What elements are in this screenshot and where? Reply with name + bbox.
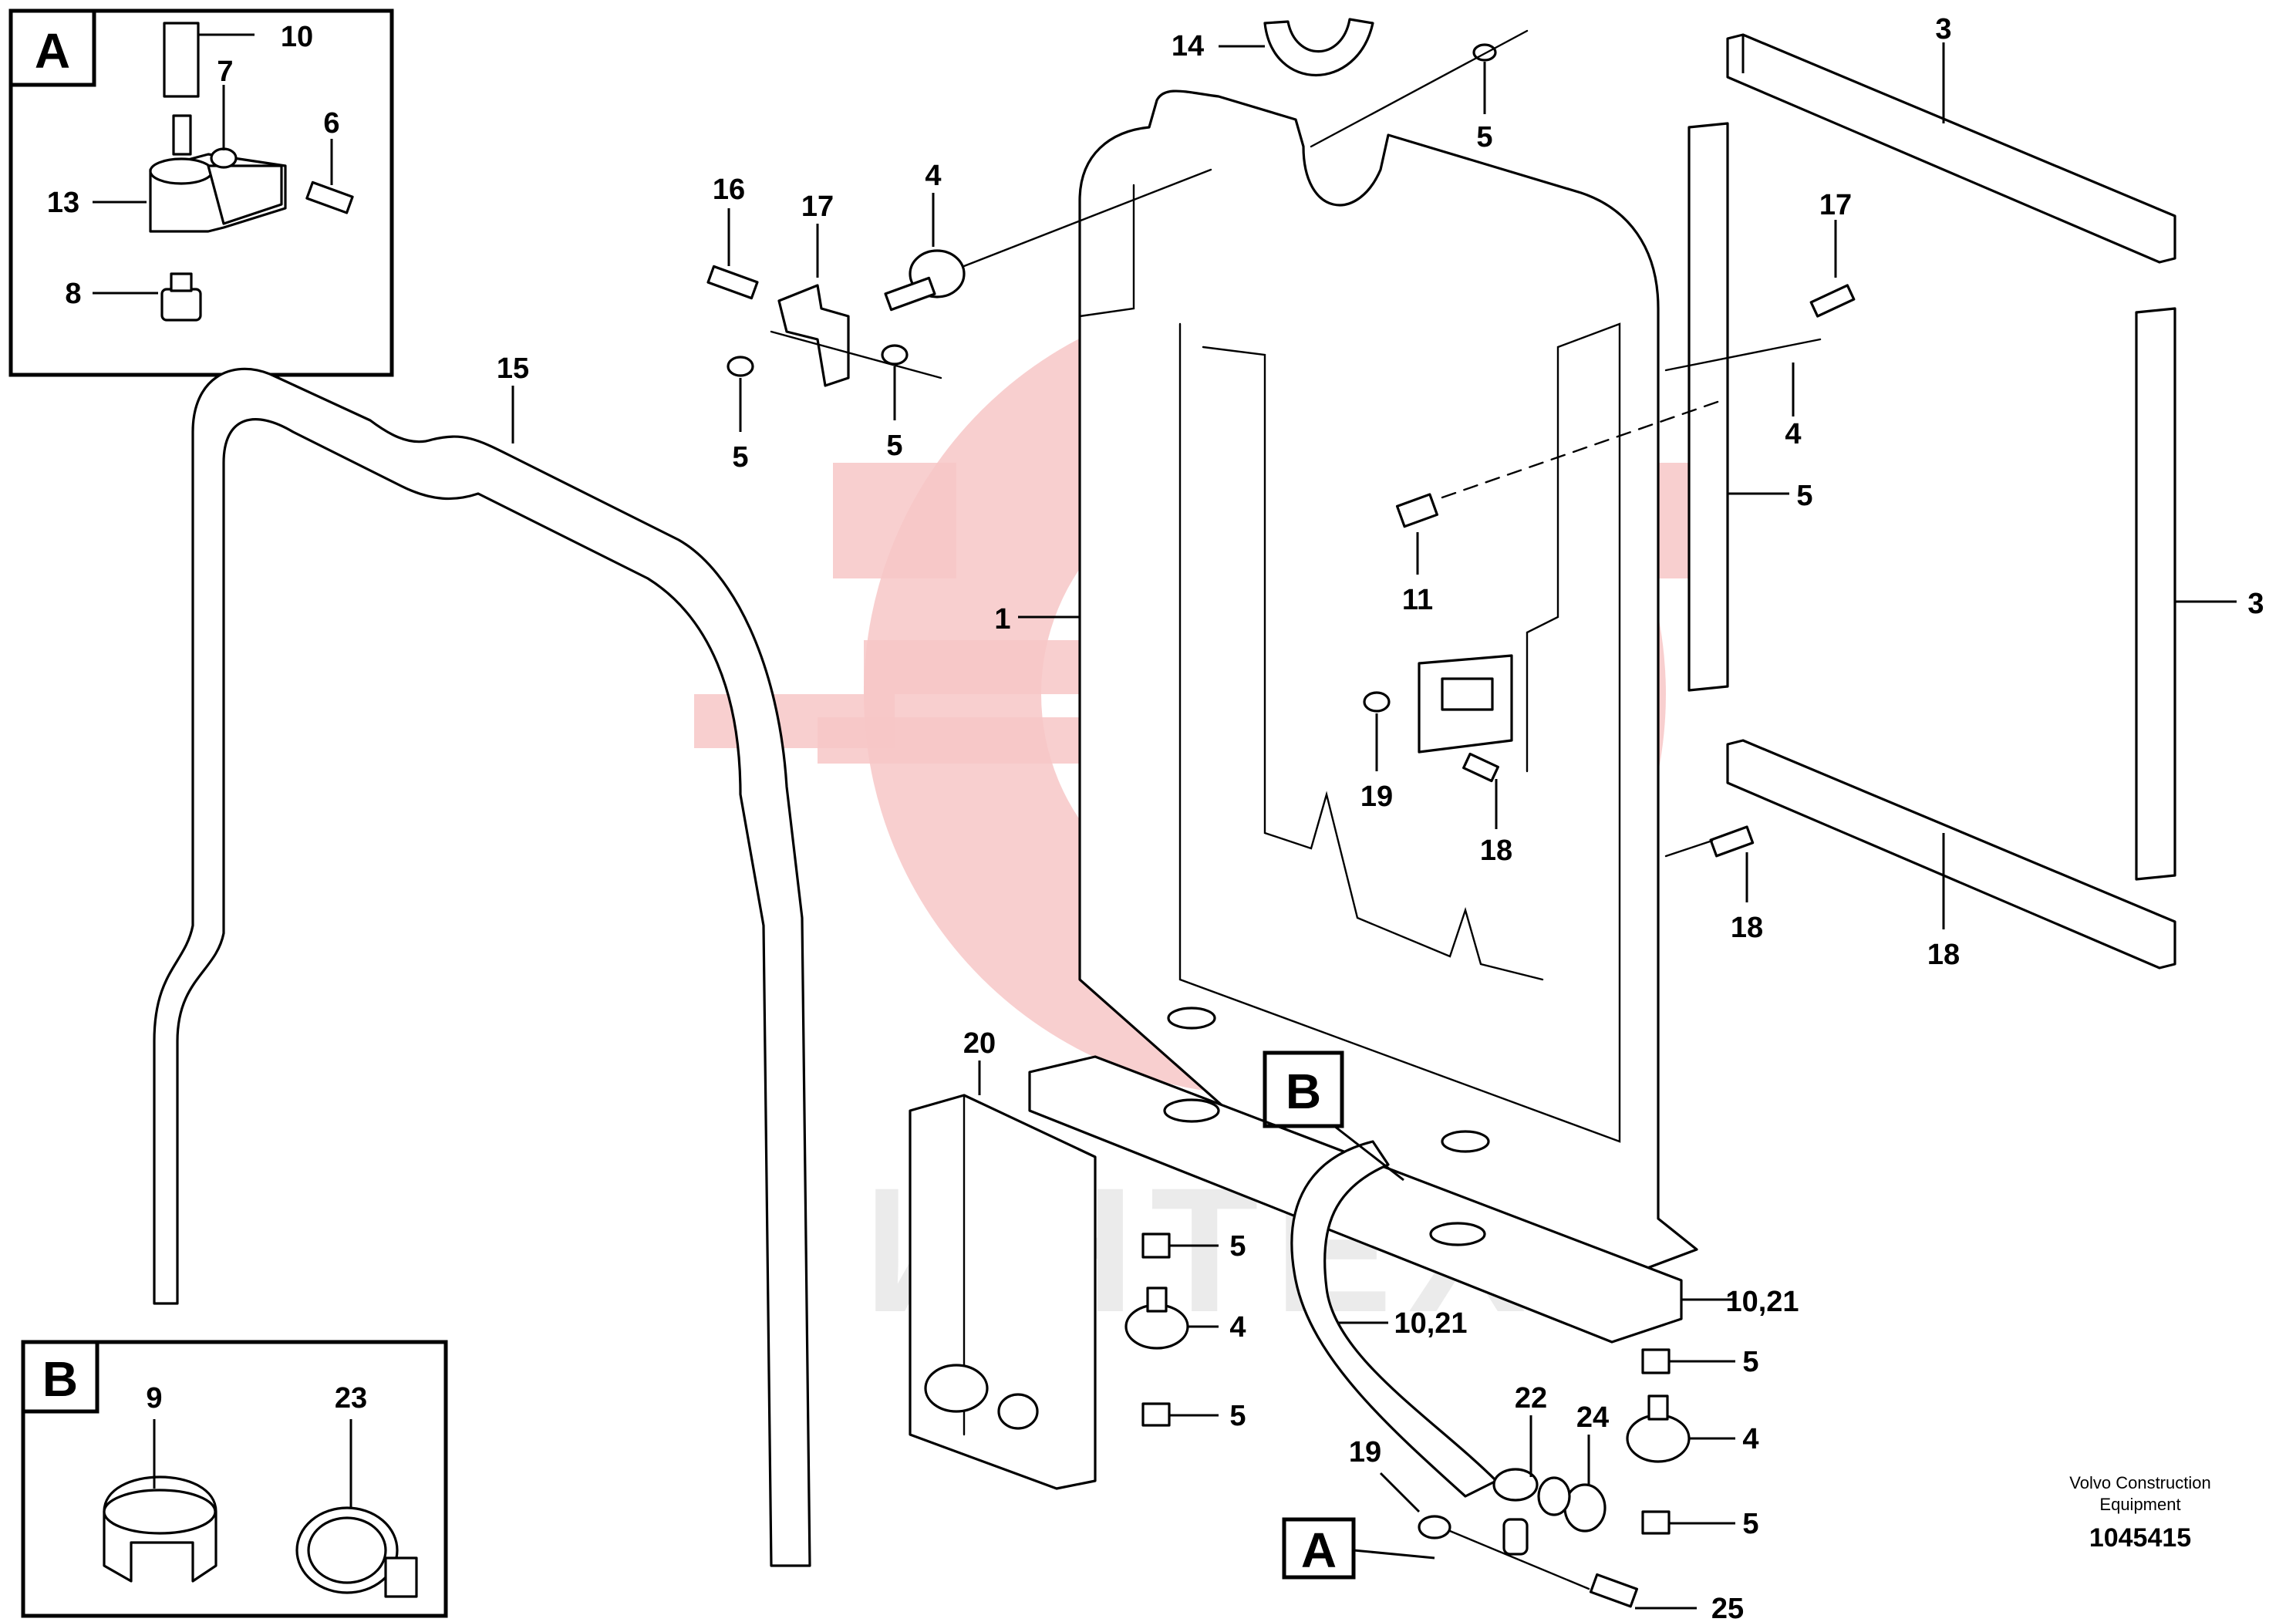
callout-25: 25: [1711, 1593, 1744, 1622]
mount-4-top: [884, 168, 1212, 312]
callout-17: 17: [801, 191, 834, 223]
footer-brand-line1: Volvo Construction: [2069, 1473, 2210, 1492]
callout-5-lower-right-bottom: 5: [1742, 1508, 1758, 1540]
callout-10: 10: [281, 21, 313, 53]
callout-3-bottom: 18: [1927, 939, 1960, 971]
callout-14: 14: [1172, 30, 1204, 62]
frame-1: [1018, 89, 1698, 1274]
mount-4-lower-right: [1626, 1348, 1735, 1535]
callout-1: 1: [994, 603, 1010, 636]
detail-box-b-label: B: [42, 1351, 78, 1407]
callout-5-top: 5: [1476, 121, 1492, 153]
callout-8: 8: [65, 278, 81, 310]
callout-5-lower-left-bottom: 5: [1229, 1400, 1246, 1432]
hose-10-21: [1290, 1140, 1498, 1498]
pad-12: [1028, 1055, 1735, 1344]
svg-text:A: A: [1301, 1523, 1337, 1578]
callout-18-right: 18: [1731, 912, 1763, 944]
coupling-24: [1537, 1435, 1607, 1533]
callout-10-21: 10,21: [1394, 1307, 1467, 1340]
clamp-22: [1492, 1415, 1539, 1556]
callout-11: 11: [1402, 584, 1433, 616]
callout-4-lower-right: 4: [1742, 1423, 1758, 1455]
bracket-17: [777, 224, 850, 387]
callout-5-left: 5: [732, 441, 748, 474]
callout-3-top: 3: [1935, 13, 1951, 46]
strip-3-left: [1687, 122, 1789, 692]
callout-13: 13: [47, 187, 79, 219]
callout-23: 23: [335, 1382, 367, 1415]
rod-2: [1664, 338, 1822, 416]
drawing-number: 1045415: [2089, 1523, 2191, 1553]
strip-3-top: [1726, 33, 2176, 264]
callout-3-left: 5: [1796, 480, 1812, 512]
callout-7: 7: [217, 56, 233, 88]
callout-18-middle: 18: [1480, 835, 1512, 867]
spacer-11: [1395, 400, 1721, 575]
callout-16: 16: [713, 174, 745, 206]
callout-19-lower: 19: [1349, 1436, 1381, 1469]
pad-20: [909, 1061, 1097, 1490]
callout-24: 24: [1576, 1401, 1609, 1434]
callout-5-mid: 5: [886, 430, 902, 462]
callout-9: 9: [146, 1382, 162, 1415]
detail-box-a: A: [8, 8, 394, 377]
callout-12: 10,21: [1725, 1286, 1799, 1318]
callout-5-lower-left-top: 5: [1229, 1230, 1246, 1263]
footer-brand-line2: Equipment: [2099, 1495, 2180, 1514]
callout-2: 4: [1785, 418, 1801, 450]
callout-4-lower-left: 4: [1229, 1311, 1246, 1344]
callout-15: 15: [497, 352, 529, 385]
view-marker-b: B: [1263, 1050, 1404, 1182]
strip-3-right: [2135, 307, 2237, 881]
callout-3-right: 3: [2247, 588, 2264, 620]
callout-20: 20: [963, 1027, 996, 1060]
mount-4-lower-left: [1124, 1233, 1219, 1427]
callout-6: 6: [323, 107, 339, 140]
hose-14: [1219, 18, 1374, 77]
bolt-18-top: [1809, 220, 1856, 318]
detail-box-a-label: A: [35, 23, 70, 79]
pipe-15: [153, 367, 811, 1567]
strip-3-bottom: [1726, 739, 2176, 969]
callout-4-top: 4: [925, 160, 941, 192]
callout-5-lower-right-top: 5: [1742, 1346, 1758, 1378]
callout-22: 22: [1515, 1382, 1547, 1415]
callout-19-upper: 19: [1360, 781, 1393, 813]
svg-text:B: B: [1286, 1064, 1321, 1119]
view-marker-a: A: [1282, 1517, 1435, 1580]
detail-box-b: B: [21, 1340, 448, 1618]
callout-18-top: 17: [1819, 189, 1852, 221]
